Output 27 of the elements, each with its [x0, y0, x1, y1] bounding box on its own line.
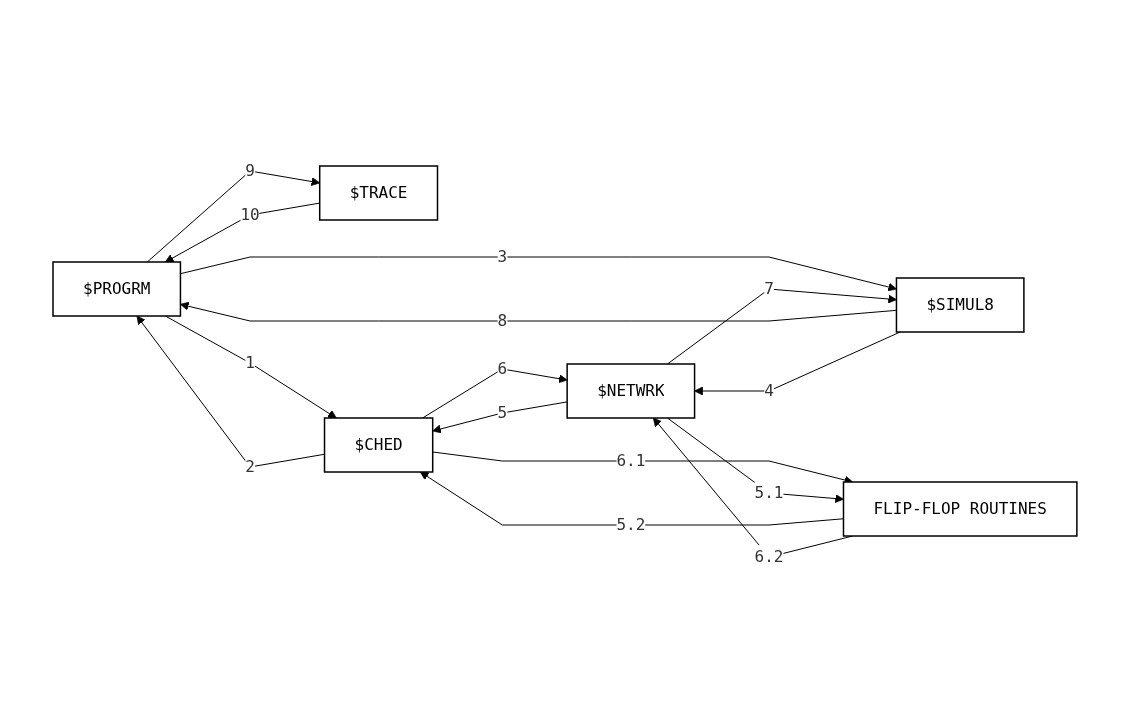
node-box: $SIMUL8 — [895, 276, 1025, 333]
arrow — [180, 256, 897, 291]
node-box: $PROGRM — [52, 260, 182, 317]
edge-label: 5.2 — [616, 514, 646, 534]
arrow — [164, 315, 337, 418]
node-box: $CHED — [323, 416, 434, 473]
edge-label: 6.1 — [616, 450, 646, 470]
node-box: $NETWRK — [566, 362, 696, 419]
edge-label: 2 — [245, 456, 255, 476]
arrow — [694, 331, 901, 395]
edge-label: 7 — [764, 278, 774, 298]
arrow — [667, 288, 897, 364]
arrow — [422, 368, 568, 418]
arrow — [432, 400, 568, 433]
edge-label: 9 — [245, 160, 255, 180]
edge-label: 6.2 — [754, 546, 784, 566]
edge-label: 1 — [245, 352, 255, 372]
edge-label: 4 — [764, 380, 774, 400]
arrow — [180, 301, 897, 321]
edge-label: 5 — [497, 402, 508, 422]
node-box: FLIP-FLOP ROUTINES — [842, 480, 1078, 537]
edge-label: 8 — [497, 310, 508, 330]
edge-label: 5.1 — [754, 482, 784, 502]
edge-label: 3 — [497, 246, 508, 266]
edge-label: 10 — [240, 204, 260, 224]
edge-label: 6 — [497, 358, 508, 378]
node-box: $TRACE — [319, 164, 439, 221]
